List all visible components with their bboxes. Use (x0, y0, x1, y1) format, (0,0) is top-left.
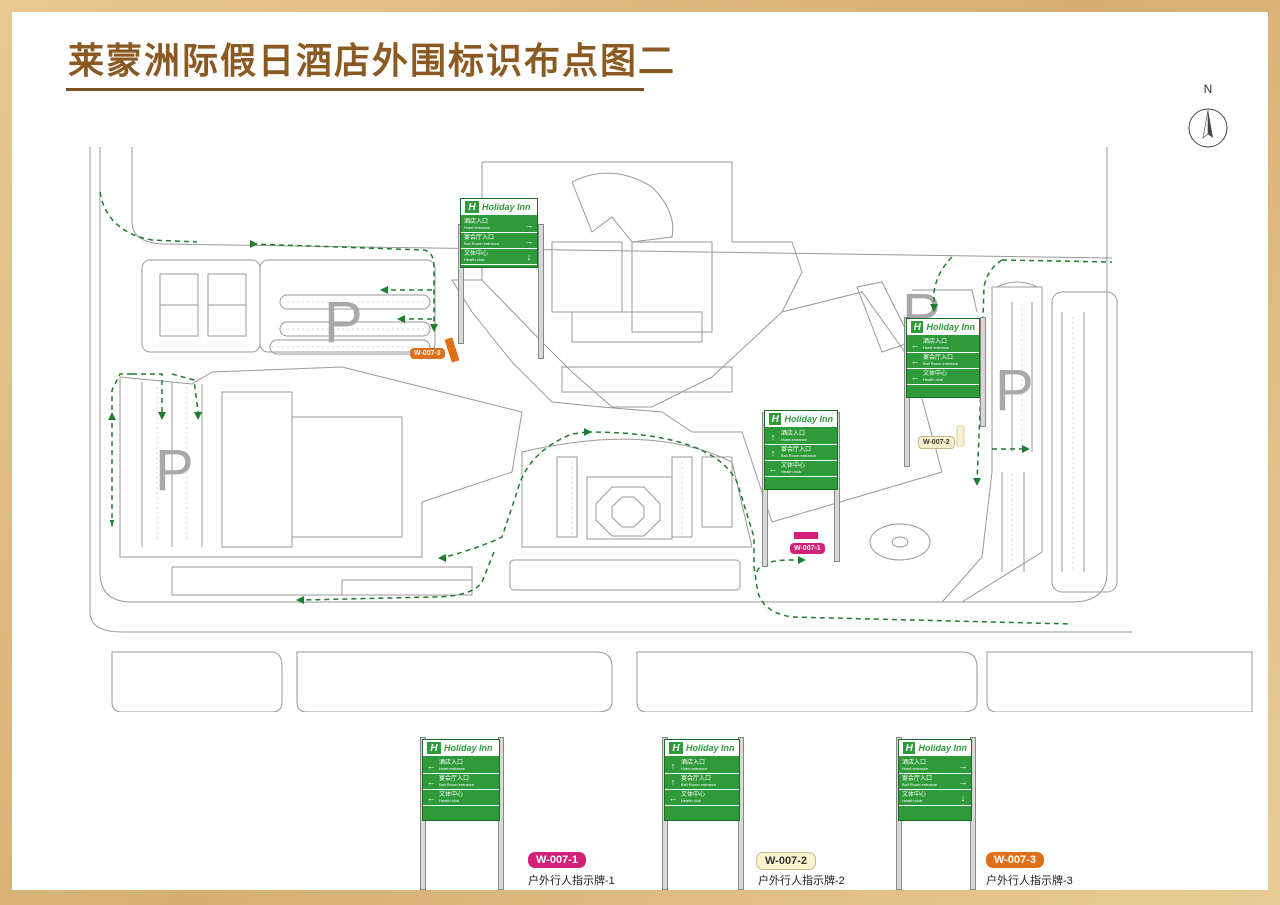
legend-label-1: 户外行人指示牌-1 (528, 875, 615, 887)
sign-logo: H Holiday Inn (899, 740, 971, 758)
sign-brand: Holiday Inn (482, 202, 531, 212)
site-plan: P P P P (89, 147, 1253, 712)
legend-code-3: W-007-3 (986, 852, 1044, 868)
arrow-left-icon: ← (768, 463, 778, 474)
marker-w1-tag: W-007-1 (790, 543, 825, 554)
sign-brand: Holiday Inn (926, 322, 975, 332)
sign-logo: H Holiday Inn (765, 411, 837, 429)
map-canvas: 莱蒙洲际假日酒店外围标识布点图二 N (12, 12, 1268, 890)
parking-label-right: P (995, 358, 1034, 423)
legend-label-3: 户外行人指示牌-3 (986, 875, 1073, 887)
holiday-inn-logo-icon: H (903, 742, 916, 754)
arrow-right-icon: → (524, 219, 534, 230)
sign-logo: H Holiday Inn (423, 740, 499, 758)
north-compass: N (1182, 82, 1234, 162)
marker-w2-block (956, 425, 965, 447)
compass-north-label: N (1203, 82, 1213, 96)
marker-w3-block (444, 337, 460, 363)
legend-code-1: W-007-1 (528, 852, 586, 868)
sign-post (538, 224, 544, 359)
arrow-right-icon: → (958, 776, 968, 787)
holiday-inn-logo-icon: H (669, 742, 683, 754)
arrow-left-icon: ← (426, 776, 436, 787)
parking-label-left: P (155, 438, 194, 503)
arrow-up-icon: ↑ (670, 760, 676, 771)
holiday-inn-logo-icon: H (769, 413, 782, 425)
marker-w1-block (794, 532, 818, 539)
title-underline (66, 88, 644, 91)
arrow-left-icon: ← (668, 792, 678, 803)
arrow-left-icon: ← (910, 371, 920, 382)
marker-w3-tag: W-007-3 (410, 348, 445, 359)
sign-brand: Holiday Inn (784, 414, 833, 424)
arrow-left-icon: ← (910, 355, 920, 366)
sign-logo: H Holiday Inn (665, 740, 739, 758)
arrow-down-icon: ↓ (526, 251, 532, 262)
holiday-inn-logo-icon: H (427, 742, 441, 754)
arrow-left-icon: ← (910, 339, 920, 350)
arrow-left-icon: ← (426, 760, 436, 771)
arrow-down-icon: ↓ (960, 792, 966, 803)
sign-logo: H Holiday Inn (907, 319, 979, 337)
sign-brand: Holiday Inn (918, 743, 967, 753)
arrow-right-icon: → (524, 235, 534, 246)
legend-label-2: 户外行人指示牌-2 (758, 875, 845, 887)
arrow-right-icon: → (958, 760, 968, 771)
sign-brand: Holiday Inn (686, 743, 735, 753)
arrow-up-icon: ↑ (770, 431, 776, 442)
compass-icon (1188, 108, 1228, 148)
legend-code-2: W-007-2 (756, 852, 816, 870)
arrow-up-icon: ↑ (670, 776, 676, 787)
arrow-left-icon: ← (426, 792, 436, 803)
marker-w2-tag: W-007-2 (918, 436, 955, 449)
holiday-inn-logo-icon: H (911, 321, 924, 333)
arrow-up-icon: ↑ (770, 447, 776, 458)
parking-label-top-left: P (324, 290, 363, 355)
page-title: 莱蒙洲际假日酒店外围标识布点图二 (68, 41, 677, 82)
holiday-inn-logo-icon: H (465, 201, 479, 213)
sign-logo: H Holiday Inn (461, 199, 537, 217)
sign-brand: Holiday Inn (444, 743, 493, 753)
sign-post (980, 317, 986, 427)
